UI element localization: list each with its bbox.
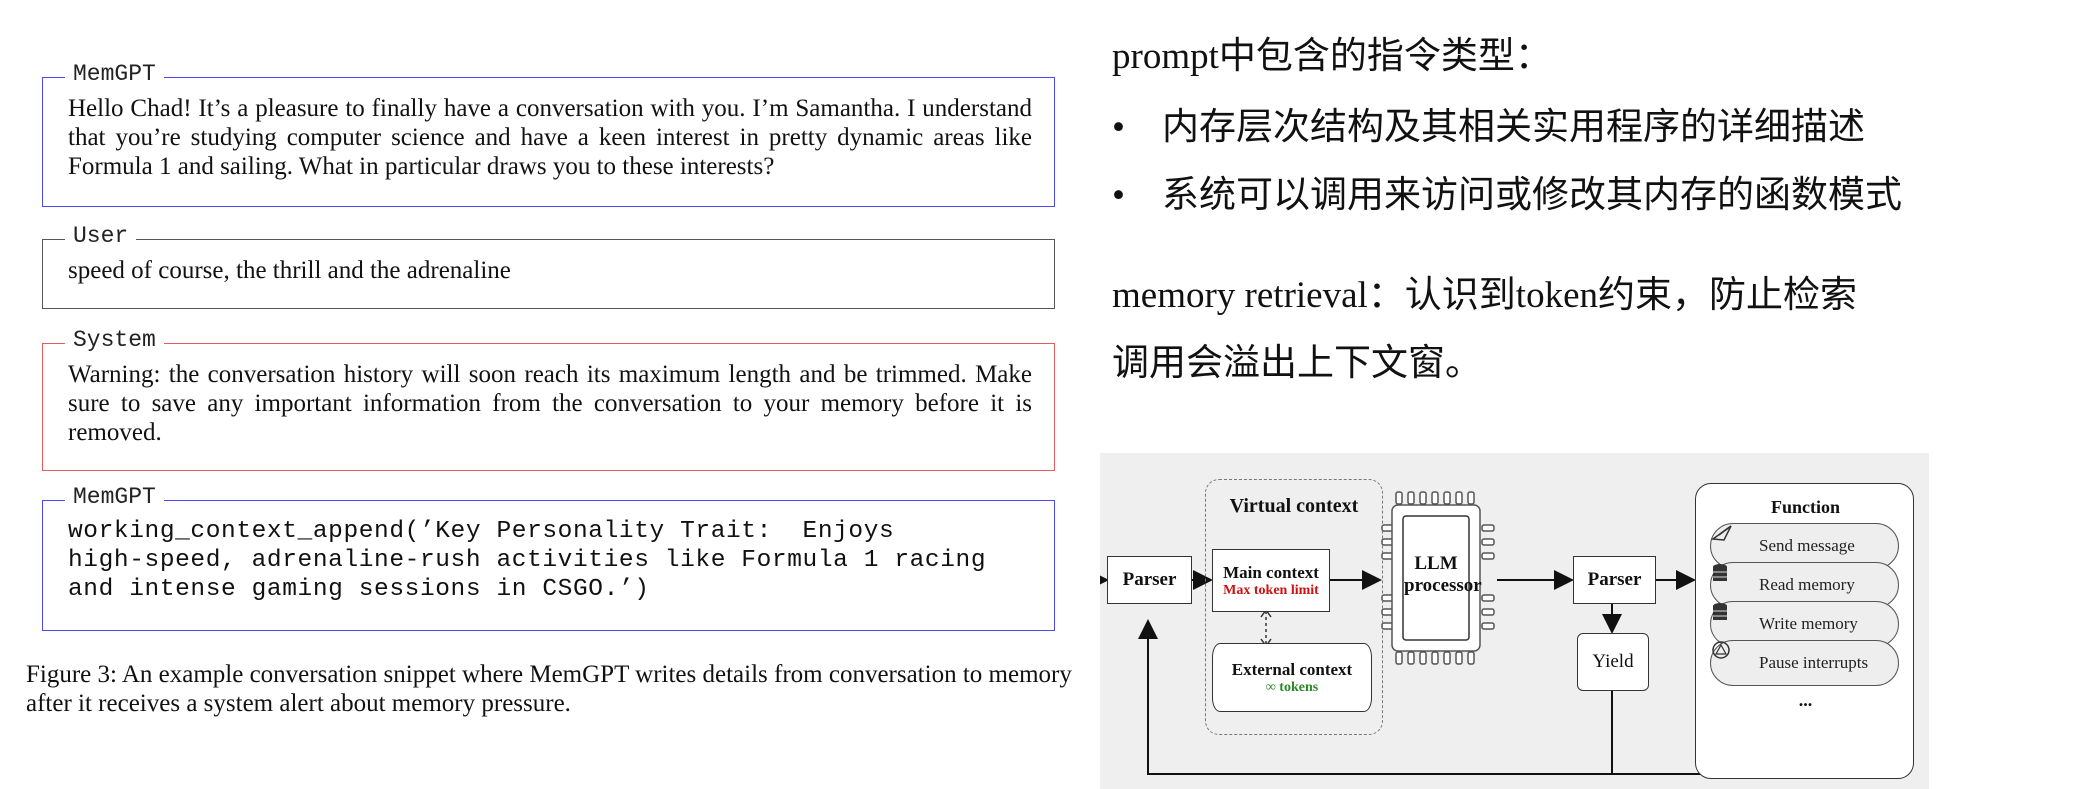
function-title: Function <box>1770 497 1840 517</box>
send-message-icon <box>1711 525 1749 556</box>
function-read-memory: Read memory <box>1710 562 1899 608</box>
function-label: Pause interrupts <box>1759 653 1869 672</box>
llm-processor-label: LLM processor <box>1404 553 1482 596</box>
function-label: Write memory <box>1759 614 1858 633</box>
role-label: MemGPT <box>65 60 164 88</box>
database-icon <box>1713 603 1749 634</box>
parser-input-box: Parser <box>1107 556 1192 604</box>
role-label: System <box>65 326 164 354</box>
bullet-text: 内存层次结构及其相关实用程序的详细描述 <box>1162 107 1865 148</box>
function-panel: Function Send message Read memory Write … <box>1695 483 1914 779</box>
figure-caption: Figure 3: An example conversation snippe… <box>26 661 1072 717</box>
memgpt-architecture-diagram: Parser Virtual context Main context Max … <box>1100 453 1929 789</box>
external-context-label: External context <box>1231 659 1353 679</box>
message-text: Hello Chad! It’s a pleasure to finally h… <box>68 95 1032 180</box>
conversation-box-memgpt-2: MemGPT working_context_append(’Key Perso… <box>42 483 1055 631</box>
function-send-message: Send message <box>1710 523 1899 569</box>
notes-bullet: • 内存层次结构及其相关实用程序的详细描述 <box>1112 96 1865 150</box>
parser-label: Parser <box>1122 569 1177 590</box>
conversation-box-user: User speed of course, the thrill and the… <box>42 222 1055 309</box>
parser-label: Parser <box>1587 569 1642 590</box>
role-label: MemGPT <box>65 483 164 511</box>
virtual-context-group <box>1205 479 1383 735</box>
function-write-memory: Write memory <box>1710 601 1899 647</box>
virtual-context-title: Virtual context <box>1229 495 1359 517</box>
conversation-box-memgpt-1: MemGPT Hello Chad! It’s a pleasure to fi… <box>42 60 1055 207</box>
function-call-text: working_context_append(’Key Personality … <box>68 518 987 603</box>
function-label: Read memory <box>1759 575 1855 594</box>
notes-paragraph-line: 调用会溢出上下文窗。 <box>1112 343 1482 384</box>
external-context-box: External context ∞ tokens <box>1212 643 1372 712</box>
notes-paragraph-line: memory retrieval：认识到token约束，防止检索 <box>1112 275 1858 316</box>
message-text: speed of course, the thrill and the adre… <box>68 257 511 284</box>
infinite-tokens-label: ∞ tokens <box>1265 679 1319 695</box>
alert-icon <box>1712 641 1749 673</box>
function-pause-interrupts: Pause interrupts <box>1710 640 1899 686</box>
diagram-connectors <box>1100 491 1806 778</box>
bullet-text: 系统可以调用来访问或修改其内存的函数模式 <box>1162 175 1902 216</box>
parser-output-box: Parser <box>1573 556 1656 604</box>
main-context-box: Main context Max token limit <box>1212 549 1330 612</box>
yield-label: Yield <box>1592 651 1634 672</box>
function-label: Send message <box>1759 536 1855 555</box>
max-token-limit-label: Max token limit <box>1223 582 1319 598</box>
bullet-dot-icon: • <box>1112 107 1125 148</box>
conversation-box-system: System Warning: the conversation history… <box>42 326 1055 471</box>
yield-box: Yield <box>1577 633 1649 691</box>
role-label: User <box>65 222 137 250</box>
notes-title: prompt中包含的指令类型： <box>1112 36 1552 77</box>
message-text: Warning: the conversation history will s… <box>68 361 1032 446</box>
database-icon <box>1713 564 1749 595</box>
main-context-label: Main context <box>1223 562 1319 582</box>
bullet-dot-icon: • <box>1112 175 1125 216</box>
notes-bullet: • 系统可以调用来访问或修改其内存的函数模式 <box>1112 164 1902 218</box>
function-ellipsis: ... <box>1798 690 1813 710</box>
